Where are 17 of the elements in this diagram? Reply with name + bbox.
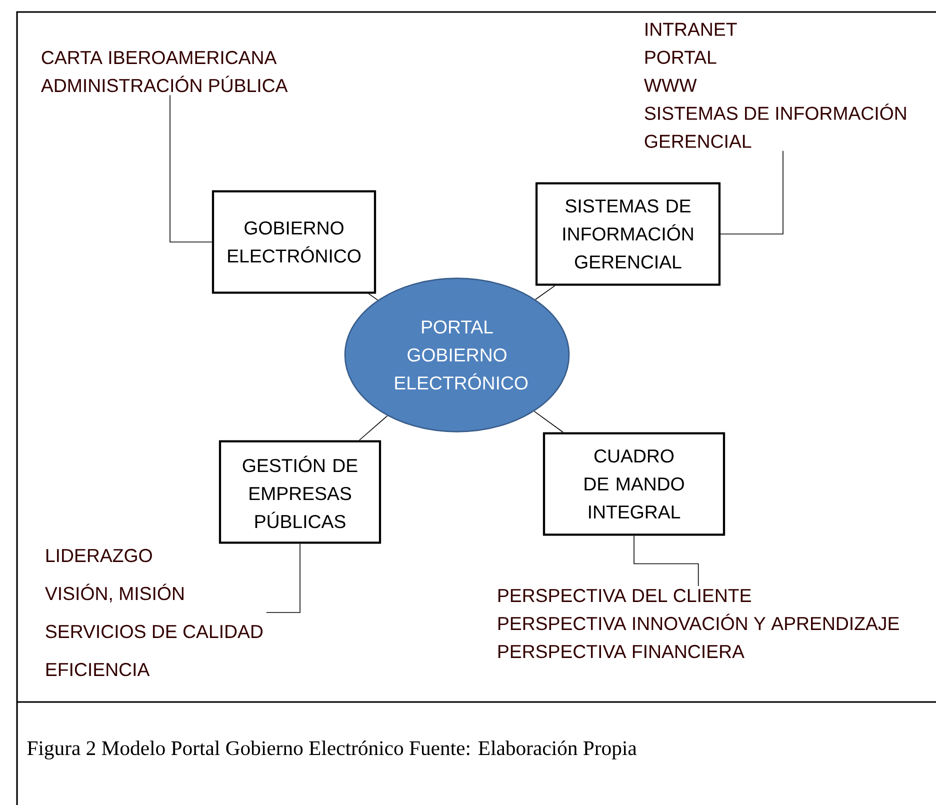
process-box: CUADRO DE MANDO INTEGRAL	[542, 432, 726, 536]
leader-line	[720, 150, 784, 234]
connector-line	[368, 293, 378, 300]
process-box: SISTEMAS DE INFORMACIÓN GERENCIAL	[535, 182, 721, 286]
leader-line	[170, 94, 212, 242]
connector-line	[535, 285, 556, 300]
process-box: GESTIÓN DE EMPRESAS PÚBLICAS	[218, 440, 382, 544]
text-list: INTRANET PORTAL WWW SISTEMAS DE INFORMACIÓN GERENCIAL	[644, 22, 906, 148]
text-list: PERSPECTIVA DEL CLIENTE PERSPECTIVA INNOVACIÓN Y APRENDIZAJE PERSPECTIVA FINANCIERA	[498, 588, 899, 658]
connector-line	[358, 415, 388, 441]
process-box: GOBIERNO ELECTRÓNICO	[212, 190, 376, 294]
connector-line	[534, 410, 564, 433]
leader-line	[266, 543, 300, 613]
text-list: LIDERAZGO VISIÓN, MISIÓN SERVICIOS DE CALIDAD EFICIENCIA	[45, 548, 263, 676]
caption: Figura 2 Modelo Portal Gobierno Electrónico Fuente: Elaboración Propia	[27, 740, 637, 760]
text-list: CARTA IBEROAMERICANA ADMINISTRACIÓN PÚBLICA	[40, 50, 288, 92]
leader-line	[634, 535, 699, 586]
